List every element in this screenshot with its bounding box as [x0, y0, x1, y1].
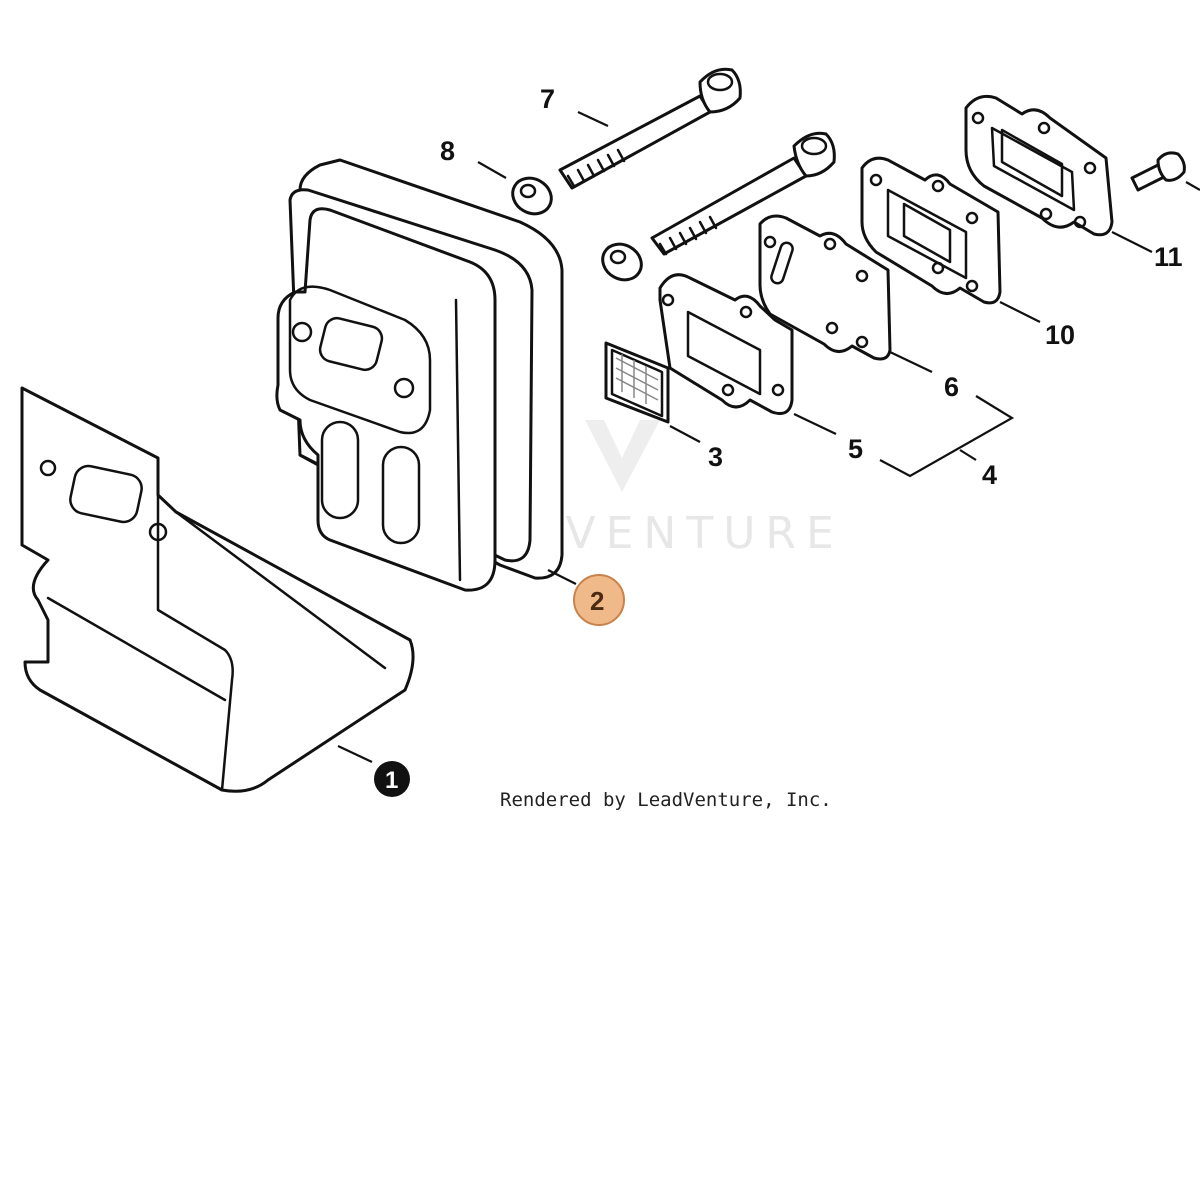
callout-10[interactable]: 7	[540, 84, 555, 114]
part-heat-shield[interactable]	[20, 386, 415, 793]
callout-6[interactable]: 6	[944, 372, 959, 402]
part-screw[interactable]	[1130, 151, 1186, 192]
callout-1-label: 1	[385, 767, 398, 794]
part-washer-upper[interactable]	[506, 171, 558, 220]
callout-2-highlight	[573, 574, 625, 626]
callout-7[interactable]: 10	[1045, 320, 1075, 350]
part-washer-lower[interactable]	[596, 237, 648, 286]
callout-2-label: 2	[590, 586, 604, 616]
callout-2[interactable]: 2	[573, 574, 625, 626]
callout-3[interactable]: 3	[708, 442, 723, 472]
part-muffler[interactable]	[275, 158, 564, 592]
part-gasket-5[interactable]	[658, 273, 794, 415]
part-spark-screen[interactable]	[604, 341, 670, 424]
watermark-logo-icon	[585, 420, 660, 492]
part-flange-8[interactable]	[964, 94, 1114, 237]
part-plate-6[interactable]	[758, 214, 892, 361]
part-bolt-lower[interactable]	[650, 131, 836, 256]
part-bolt-upper[interactable]	[558, 67, 742, 190]
part-gasket-7[interactable]	[860, 156, 1002, 305]
callout-8[interactable]: 11	[1154, 242, 1183, 272]
callout-1[interactable]: 1	[374, 761, 410, 797]
render-credit: Rendered by LeadVenture, Inc.	[500, 789, 832, 811]
callout-11[interactable]: 8	[440, 136, 455, 166]
callout-5[interactable]: 5	[848, 434, 863, 464]
callout-4[interactable]: 4	[982, 460, 997, 490]
callout-1-badge	[374, 761, 410, 797]
leader-lines	[337, 111, 1200, 763]
